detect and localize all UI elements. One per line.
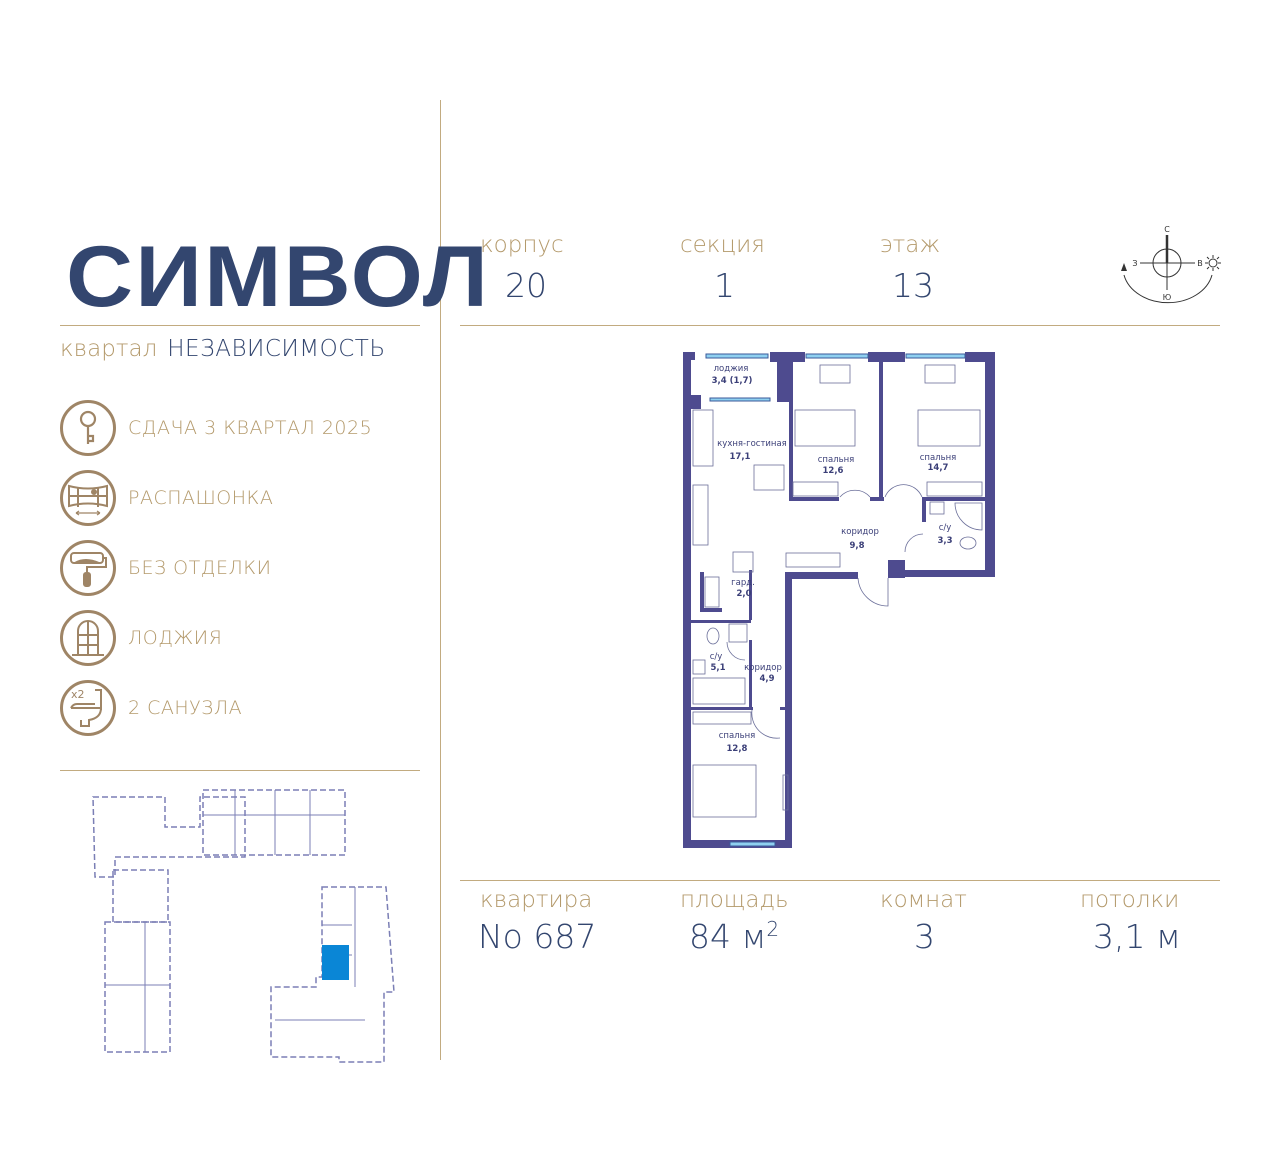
- arched-window-icon: [60, 610, 116, 666]
- room-name: спальня: [818, 455, 855, 465]
- compass-east: В: [1197, 259, 1203, 268]
- feature-label: РАСПАШОНКА: [128, 487, 274, 509]
- feature-label: СДАЧА 3 КВАРТАЛ 2025: [128, 417, 373, 439]
- site-building-block: [112, 869, 169, 923]
- room-name: спальня: [719, 731, 756, 741]
- room-name: коридор: [744, 663, 782, 673]
- site-building-block: [270, 886, 395, 1063]
- room-area: 3,4 (1,7): [712, 376, 753, 386]
- room-name: лоджия: [714, 364, 749, 374]
- rooms-value: 3: [914, 917, 935, 956]
- compass-west: З: [1132, 259, 1137, 268]
- room-area: 17,1: [730, 452, 751, 462]
- site-building-block: [104, 921, 171, 1053]
- feature-delivery: СДАЧА 3 КВАРТАЛ 2025: [60, 398, 372, 458]
- room-name: с/у: [939, 523, 952, 533]
- feature-loggia: ЛОДЖИЯ: [60, 608, 222, 668]
- room-labels: лоджия 3,4 (1,7) кухня-гостиная 17,1 спа…: [710, 364, 957, 754]
- apartment-label: квартира: [480, 887, 593, 913]
- wide-window-icon: [60, 470, 116, 526]
- room-area: 12,6: [823, 466, 844, 476]
- room-name: коридор: [841, 527, 879, 537]
- ceiling-value: 3,1 м: [1093, 917, 1181, 956]
- area-value: 84 м2: [689, 917, 779, 956]
- footer-divider: [460, 880, 1220, 881]
- area-unit-sup: 2: [766, 917, 780, 941]
- feature-label: БЕЗ ОТДЕЛКИ: [128, 557, 272, 579]
- walls: [683, 352, 995, 848]
- section-value: 1: [714, 266, 735, 305]
- floor-label: этаж: [880, 232, 941, 258]
- district-prefix: квартал: [60, 336, 158, 362]
- floor-value: 13: [892, 266, 934, 305]
- area-label: площадь: [680, 887, 789, 913]
- vertical-divider: [440, 100, 441, 1060]
- header-divider: [460, 325, 1220, 326]
- room-area: 3,3: [937, 536, 952, 546]
- apartment-number: No 687: [478, 917, 597, 956]
- logo-divider: [60, 325, 420, 326]
- furniture: [692, 364, 983, 818]
- features-divider: [60, 770, 420, 771]
- room-name: гард.: [731, 578, 755, 588]
- toilet-badge: x2: [71, 688, 85, 701]
- room-area: 2,0: [736, 589, 751, 599]
- room-area: 12,8: [727, 744, 748, 754]
- room-name: с/у: [710, 652, 723, 662]
- room-area: 4,9: [759, 674, 774, 684]
- section-label: секция: [680, 232, 765, 258]
- room-area: 14,7: [928, 463, 949, 473]
- selected-apartment-highlight: [322, 945, 349, 980]
- building-value: 20: [505, 266, 547, 305]
- site-plan: [92, 789, 395, 1063]
- compass-south: Ю: [1163, 293, 1172, 302]
- room-area: 5,1: [710, 663, 725, 673]
- rooms-label: комнат: [880, 887, 967, 913]
- compass-north: С: [1164, 225, 1170, 234]
- windows: [705, 353, 966, 847]
- district-title: НЕЗАВИСИМОСТЬ: [167, 336, 386, 362]
- feature-finish: БЕЗ ОТДЕЛКИ: [60, 538, 271, 598]
- building-label: корпус: [480, 232, 564, 258]
- room-name: кухня-гостиная: [717, 439, 787, 449]
- paint-roller-icon: [60, 540, 116, 596]
- compass-icon: С Ю З В: [1121, 225, 1221, 304]
- room-name: спальня: [920, 453, 957, 463]
- room-area: 9,8: [849, 541, 864, 551]
- ceiling-label: потолки: [1080, 887, 1180, 913]
- feature-label: 2 САНУЗЛА: [128, 697, 243, 719]
- brand-logo: СИМВОЛ: [66, 229, 491, 325]
- feature-layout: РАСПАШОНКА: [60, 468, 273, 528]
- feature-label: ЛОДЖИЯ: [128, 627, 223, 649]
- feature-bathrooms: x2 2 САНУЗЛА: [60, 678, 242, 738]
- district-name: квартал НЕЗАВИСИМОСТЬ: [60, 336, 386, 362]
- area-number: 84 м: [689, 917, 767, 956]
- site-building-block: [92, 796, 246, 878]
- toilet-icon: x2: [60, 680, 116, 736]
- site-building-block: [202, 789, 346, 856]
- key-icon: [60, 400, 116, 456]
